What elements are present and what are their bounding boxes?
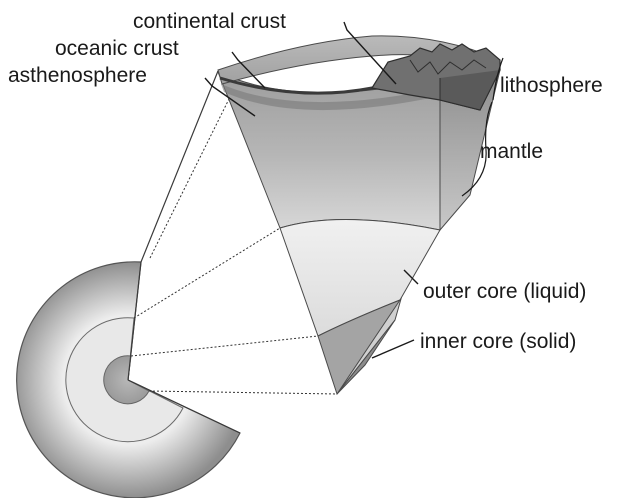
label-inner-core: inner core (solid) [420,330,576,353]
label-asthenosphere: asthenosphere [8,64,147,87]
label-continental-crust: continental crust [133,10,286,33]
label-outer-core: outer core (liquid) [423,280,586,303]
cross-section-inner-core [104,356,149,404]
label-mantle: mantle [480,140,543,163]
label-lithosphere: lithosphere [500,74,603,97]
label-oceanic-crust: oceanic crust [55,37,179,60]
cross-section [17,262,240,498]
